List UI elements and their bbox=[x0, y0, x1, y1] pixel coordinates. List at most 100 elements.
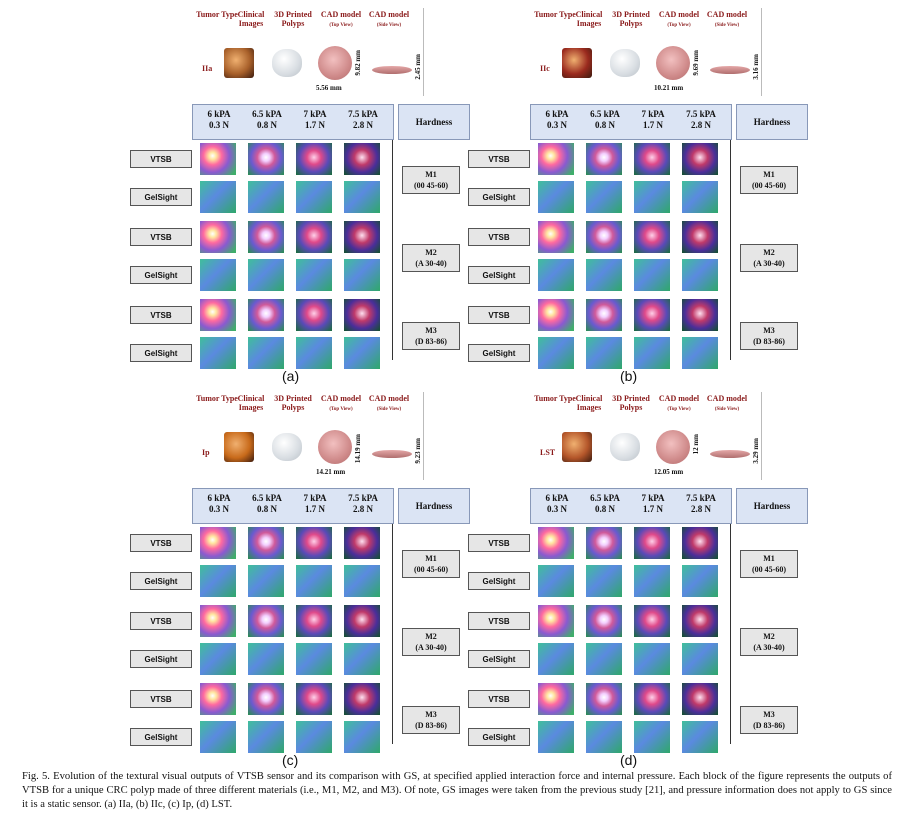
row-label-gelsight: GelSight bbox=[130, 188, 192, 206]
gelsight-output-tile bbox=[296, 721, 332, 753]
gelsight-output-tile bbox=[200, 337, 236, 369]
cad-side-heading: CAD model(Side View) bbox=[368, 10, 410, 28]
row-label-vtsb: VTSB bbox=[130, 612, 192, 630]
gelsight-output-tile bbox=[634, 181, 670, 213]
row-label-vtsb: VTSB bbox=[468, 534, 530, 552]
row-label-gelsight: GelSight bbox=[130, 728, 192, 746]
cad-side-image bbox=[710, 66, 750, 74]
row-label-gelsight: GelSight bbox=[468, 650, 530, 668]
gelsight-output-tile bbox=[344, 337, 380, 369]
cad-top-heading: CAD model(Top View) bbox=[320, 10, 362, 28]
cad-top-heading: CAD model(Top View) bbox=[658, 10, 700, 28]
dim-side-label: 9.23 mm bbox=[414, 438, 422, 464]
printed-polyp-image bbox=[610, 49, 640, 77]
row-label-gelsight: GelSight bbox=[468, 572, 530, 590]
cad-side-heading: CAD model(Side View) bbox=[368, 394, 410, 412]
cad-top-image bbox=[656, 46, 690, 80]
tumor-type-heading: Tumor Type bbox=[534, 394, 576, 403]
cad-top-heading-sub: (Top View) bbox=[667, 407, 691, 412]
cad-side-image bbox=[372, 450, 412, 458]
clinical-images-heading: Clinical Images bbox=[237, 394, 265, 412]
vtsb-output-tile bbox=[682, 605, 718, 637]
vtsb-output-tile bbox=[682, 221, 718, 253]
header-divider bbox=[761, 8, 762, 96]
vtsb-output-tile bbox=[200, 299, 236, 331]
hardness-divider bbox=[730, 140, 731, 360]
printed-polyps-heading: 3D Printed Polyps bbox=[612, 10, 650, 28]
clinical-images-heading: Clinical Images bbox=[575, 10, 603, 28]
hardness-header: Hardness bbox=[736, 104, 808, 140]
vtsb-output-tile bbox=[586, 683, 622, 715]
vtsb-output-tile bbox=[344, 527, 380, 559]
vtsb-output-tile bbox=[344, 143, 380, 175]
material-label-m3: M3(D 83-86) bbox=[402, 322, 460, 350]
vtsb-output-tile bbox=[248, 299, 284, 331]
gelsight-output-tile bbox=[248, 259, 284, 291]
row-label-vtsb: VTSB bbox=[468, 690, 530, 708]
cad-side-heading: CAD model(Side View) bbox=[706, 10, 748, 28]
vtsb-output-tile bbox=[634, 527, 670, 559]
vtsb-output-tile bbox=[634, 683, 670, 715]
gelsight-output-tile bbox=[634, 337, 670, 369]
row-label-vtsb: VTSB bbox=[468, 306, 530, 324]
clinical-images-heading: Clinical Images bbox=[575, 394, 603, 412]
panel-label: (d) bbox=[620, 752, 638, 768]
gelsight-output-tile bbox=[248, 181, 284, 213]
vtsb-output-tile bbox=[538, 143, 574, 175]
tumor-type-value: IIc bbox=[540, 64, 550, 73]
tumor-type-heading: Tumor Type bbox=[196, 10, 238, 19]
vtsb-output-tile bbox=[586, 527, 622, 559]
vtsb-output-tile bbox=[248, 605, 284, 637]
cad-top-heading: CAD model(Top View) bbox=[658, 394, 700, 412]
row-label-gelsight: GelSight bbox=[468, 188, 530, 206]
gelsight-output-tile bbox=[296, 643, 332, 675]
material-label-m1: M1(00 45-60) bbox=[740, 550, 798, 578]
vtsb-output-tile bbox=[682, 527, 718, 559]
cad-top-heading: CAD model(Top View) bbox=[320, 394, 362, 412]
material-label-m3: M3(D 83-86) bbox=[740, 322, 798, 350]
printed-polyps-heading: 3D Printed Polyps bbox=[612, 394, 650, 412]
gelsight-output-tile bbox=[682, 643, 718, 675]
dim-side-label: 2.45 mm bbox=[414, 54, 422, 80]
clinical-image bbox=[224, 432, 254, 462]
dim-height-label: 14.19 mm bbox=[354, 434, 362, 464]
gelsight-output-tile bbox=[586, 643, 622, 675]
vtsb-output-tile bbox=[538, 527, 574, 559]
vtsb-output-tile bbox=[344, 605, 380, 637]
material-label-m1: M1(00 45-60) bbox=[740, 166, 798, 194]
gelsight-output-tile bbox=[344, 259, 380, 291]
gelsight-output-tile bbox=[248, 721, 284, 753]
gelsight-output-tile bbox=[634, 565, 670, 597]
dim-width-label: 14.21 mm bbox=[316, 468, 346, 476]
cad-side-heading-sub: (Side View) bbox=[714, 23, 740, 28]
dim-side-label: 3.29 mm bbox=[752, 438, 760, 464]
cad-side-image bbox=[372, 66, 412, 74]
row-label-gelsight: GelSight bbox=[130, 572, 192, 590]
dim-height-label: 12 mm bbox=[692, 434, 700, 455]
cad-side-heading-sub: (Side View) bbox=[376, 407, 402, 412]
gelsight-output-tile bbox=[296, 565, 332, 597]
vtsb-output-tile bbox=[586, 299, 622, 331]
row-label-gelsight: GelSight bbox=[130, 266, 192, 284]
vtsb-output-tile bbox=[296, 527, 332, 559]
gelsight-output-tile bbox=[682, 565, 718, 597]
gelsight-output-tile bbox=[634, 259, 670, 291]
vtsb-output-tile bbox=[344, 221, 380, 253]
row-label-gelsight: GelSight bbox=[468, 266, 530, 284]
gelsight-output-tile bbox=[586, 259, 622, 291]
clinical-image bbox=[562, 48, 592, 78]
